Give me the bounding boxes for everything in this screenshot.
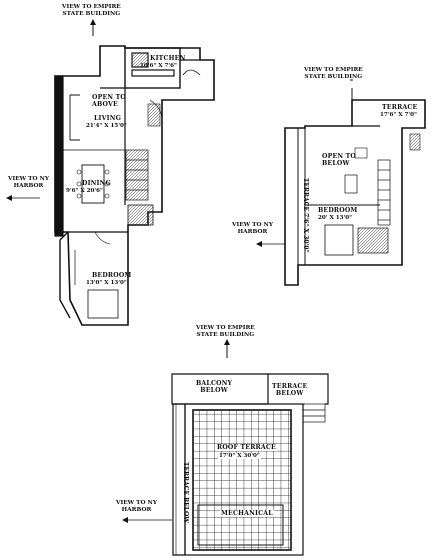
mechanical-label: MECHANICAL xyxy=(220,510,274,517)
view-label-empire-top: VIEW TO EMPIRE STATE BUILDING xyxy=(62,4,121,18)
view-label-harbor-mid: VIEW TO NY HARBOR xyxy=(232,222,273,236)
terrace-upper-label: TERRACE xyxy=(382,104,418,111)
label-line: TERRACE xyxy=(272,383,308,390)
label-line: BALCONY xyxy=(196,380,233,387)
label-line: ABOVE xyxy=(92,101,118,108)
label-line: BELOW xyxy=(275,390,304,397)
view-line: VIEW TO NY xyxy=(116,500,157,506)
kitchen-label: KITCHEN xyxy=(150,55,185,62)
terrace-below-side-label: TERRACE BELOW xyxy=(182,462,189,523)
label-line: OPEN TO xyxy=(322,153,356,160)
open-to-below-label: OPEN TO BELOW xyxy=(322,153,356,167)
view-label-harbor-left: VIEW TO NY HARBOR xyxy=(8,176,49,190)
open-to-above-label: OPEN TO ABOVE xyxy=(92,94,126,108)
view-line: STATE BUILDING xyxy=(196,332,255,338)
roof-terrace-dim: 17'0" X 30'0" xyxy=(218,453,261,459)
level-3-plan xyxy=(124,339,329,556)
view-label-empire-bottom: VIEW TO EMPIRE STATE BUILDING xyxy=(196,325,255,339)
bedroom-2-label: BEDROOM xyxy=(318,207,358,214)
label-line: BELOW xyxy=(322,160,350,167)
balcony-below-label: BALCONY BELOW xyxy=(196,380,232,394)
view-line: STATE BUILDING xyxy=(62,11,121,17)
dining-dim: 9'6" X 20'6" xyxy=(66,188,103,194)
view-line: VIEW TO EMPIRE xyxy=(304,67,363,73)
view-line: STATE BUILDING xyxy=(304,74,363,80)
view-line: VIEW TO NY xyxy=(8,176,49,182)
living-label: LIVING xyxy=(94,115,122,122)
view-line: VIEW TO NY xyxy=(232,222,273,228)
kitchen-dim: 10'6" X 7'6" xyxy=(140,63,177,69)
bedroom-1-dim: 13'0" X 13'0" xyxy=(86,280,127,286)
level-2-plan xyxy=(258,79,426,286)
bedroom-2-dim: 20' X 13'0" xyxy=(318,215,353,221)
view-line: HARBOR xyxy=(13,183,44,189)
label-line: BELOW xyxy=(200,387,228,394)
roof-terrace-label: ROOF TERRACE xyxy=(216,444,277,451)
level-1-plan xyxy=(54,19,215,326)
terrace-below-label: TERRACE BELOW xyxy=(272,383,307,397)
room-name: KITCHEN xyxy=(150,55,186,62)
view-label-harbor-bottom: VIEW TO NY HARBOR xyxy=(116,500,157,514)
terrace-upper-dim: 17'6" X 7'0" xyxy=(380,112,417,118)
view-line: HARBOR xyxy=(237,229,268,235)
terrace-side-label: TERRACE 7'6" X 30'0" xyxy=(302,178,309,253)
view-line: VIEW TO EMPIRE xyxy=(196,325,255,331)
living-dim: 21'4" X 15'0" xyxy=(86,123,127,129)
dining-label: DINING xyxy=(82,180,111,187)
view-label-empire-right: VIEW TO EMPIRE STATE BUILDING xyxy=(304,67,363,81)
bedroom-1-label: BEDROOM xyxy=(92,272,132,279)
view-line: VIEW TO EMPIRE xyxy=(62,4,121,10)
view-line: HARBOR xyxy=(121,507,152,513)
label-line: OPEN TO xyxy=(92,94,126,101)
